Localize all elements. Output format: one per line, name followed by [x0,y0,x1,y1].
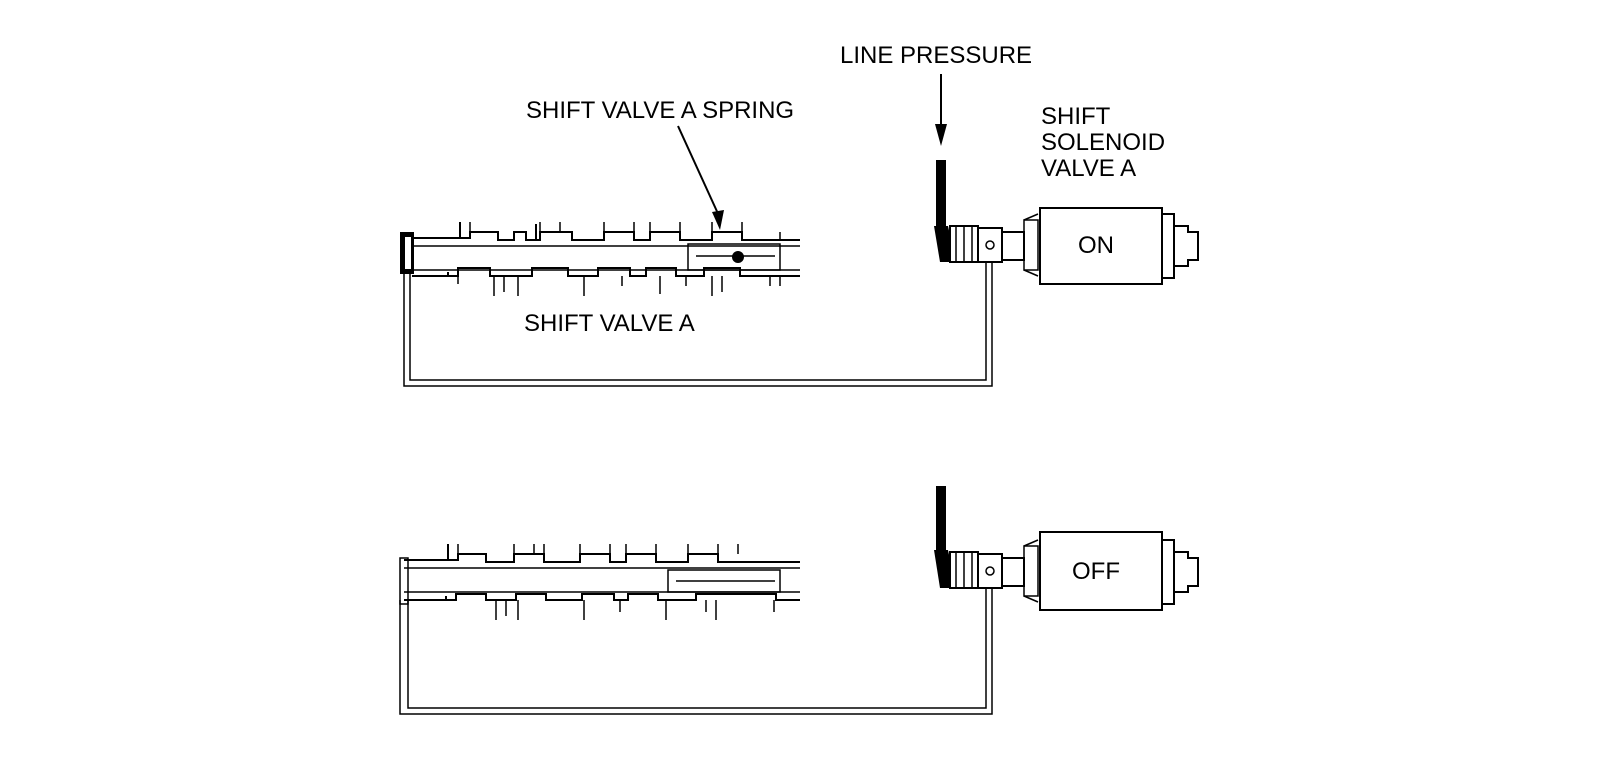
shift-valve-body-top [400,222,800,296]
solenoid-label-line1: SHIFT [1041,103,1111,130]
top-assembly [400,74,1199,387]
spring-label: SHIFT VALVE A SPRING [526,97,794,124]
line-pressure-label: LINE PRESSURE [840,42,1032,69]
bottom-assembly [399,486,1199,715]
solenoid-state-off: OFF [1072,558,1120,585]
shift-valve-body-bottom [399,544,800,620]
spring-pointer [677,125,724,230]
line-pressure-arrow [935,74,947,146]
solenoid-bottom [399,486,1199,715]
solenoid-label-line3: VALVE A [1041,155,1136,182]
solenoid-state-on: ON [1078,232,1114,259]
shift-valve-label: SHIFT VALVE A [524,310,695,337]
solenoid-top [403,160,1199,387]
solenoid-label-line2: SOLENOID [1041,129,1165,156]
